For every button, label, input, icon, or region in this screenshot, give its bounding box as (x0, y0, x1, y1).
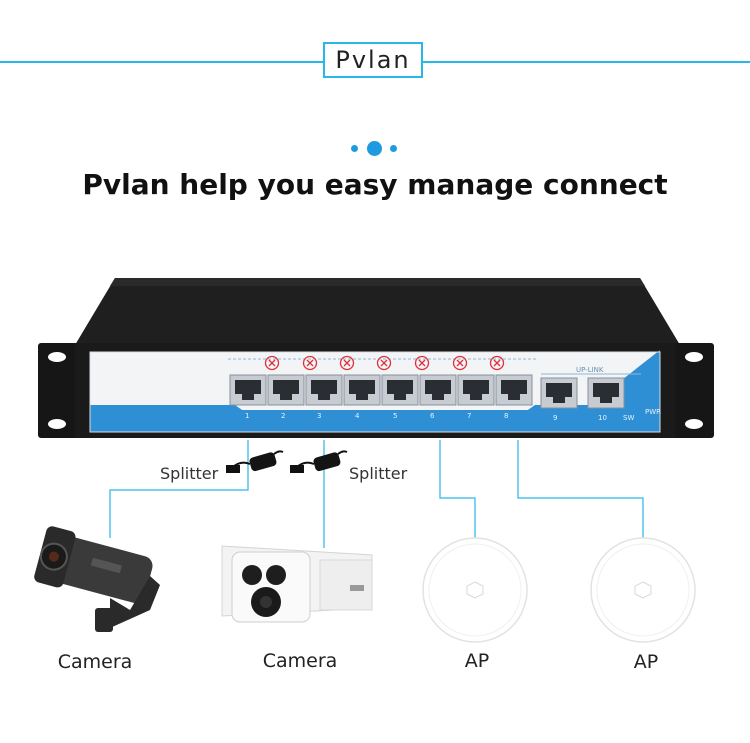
decor-dot-left (351, 145, 358, 152)
headline: Pvlan help you easy manage connect (82, 168, 668, 201)
rj45-port-icon (419, 374, 457, 406)
isolation-mark-icon (489, 355, 505, 371)
header-line-left (0, 61, 323, 63)
isolation-mark-icon (339, 355, 355, 371)
port-number: 6 (430, 412, 435, 420)
bullet-camera-white-icon (221, 545, 373, 623)
device-label-ap-1: AP (464, 650, 490, 672)
port-number: 8 (504, 412, 508, 420)
splitter-label: Splitter (160, 464, 219, 483)
port-number: 4 (355, 412, 360, 420)
isolation-mark-icon (302, 355, 318, 371)
page-title: Pvlan (323, 42, 423, 78)
port-number: 2 (281, 412, 285, 420)
connection-lines (109, 440, 644, 548)
uplink-ports (540, 377, 625, 409)
header-line-right (423, 61, 750, 63)
isolation-mark-icon (414, 355, 430, 371)
decor-dot-center (367, 141, 382, 156)
poe-ports (229, 374, 533, 406)
device-label-ap-2: AP (633, 651, 659, 673)
uplink-group-label: UP-LINK (576, 366, 604, 374)
device-label-camera-1: Camera (57, 651, 133, 673)
splitter-left (226, 450, 284, 473)
splitter-label: Splitter (349, 464, 408, 483)
rack-ear-right (670, 343, 714, 438)
port-number: 3 (317, 412, 321, 420)
sw-led-label: SW (623, 414, 634, 422)
pwr-led-label: PWR (645, 408, 661, 416)
rj45-port-icon (229, 374, 267, 406)
port-number: 7 (467, 412, 471, 420)
rj45-port-icon (587, 377, 625, 409)
rj45-port-icon (495, 374, 533, 406)
access-point-icon (590, 537, 696, 643)
rj45-port-icon (381, 374, 419, 406)
isolation-mark-icon (376, 355, 392, 371)
rj45-port-icon (540, 377, 578, 409)
splitter-right (290, 450, 348, 473)
port-number: 9 (553, 414, 557, 422)
switch-top (75, 278, 680, 345)
port-number: 1 (245, 412, 249, 420)
port-number: 10 (598, 414, 607, 422)
isolation-mark-icon (264, 355, 280, 371)
bullet-camera-black-icon (34, 526, 160, 632)
port-number: 5 (393, 412, 397, 420)
rack-ear-left (38, 343, 82, 438)
rj45-port-icon (305, 374, 343, 406)
access-point-icon (422, 537, 528, 643)
isolation-mark-icon (452, 355, 468, 371)
rj45-port-icon (267, 374, 305, 406)
rj45-port-icon (457, 374, 495, 406)
decor-dot-right (390, 145, 397, 152)
isolation-marks (264, 355, 505, 371)
rj45-port-icon (343, 374, 381, 406)
device-label-camera-2: Camera (262, 650, 338, 672)
